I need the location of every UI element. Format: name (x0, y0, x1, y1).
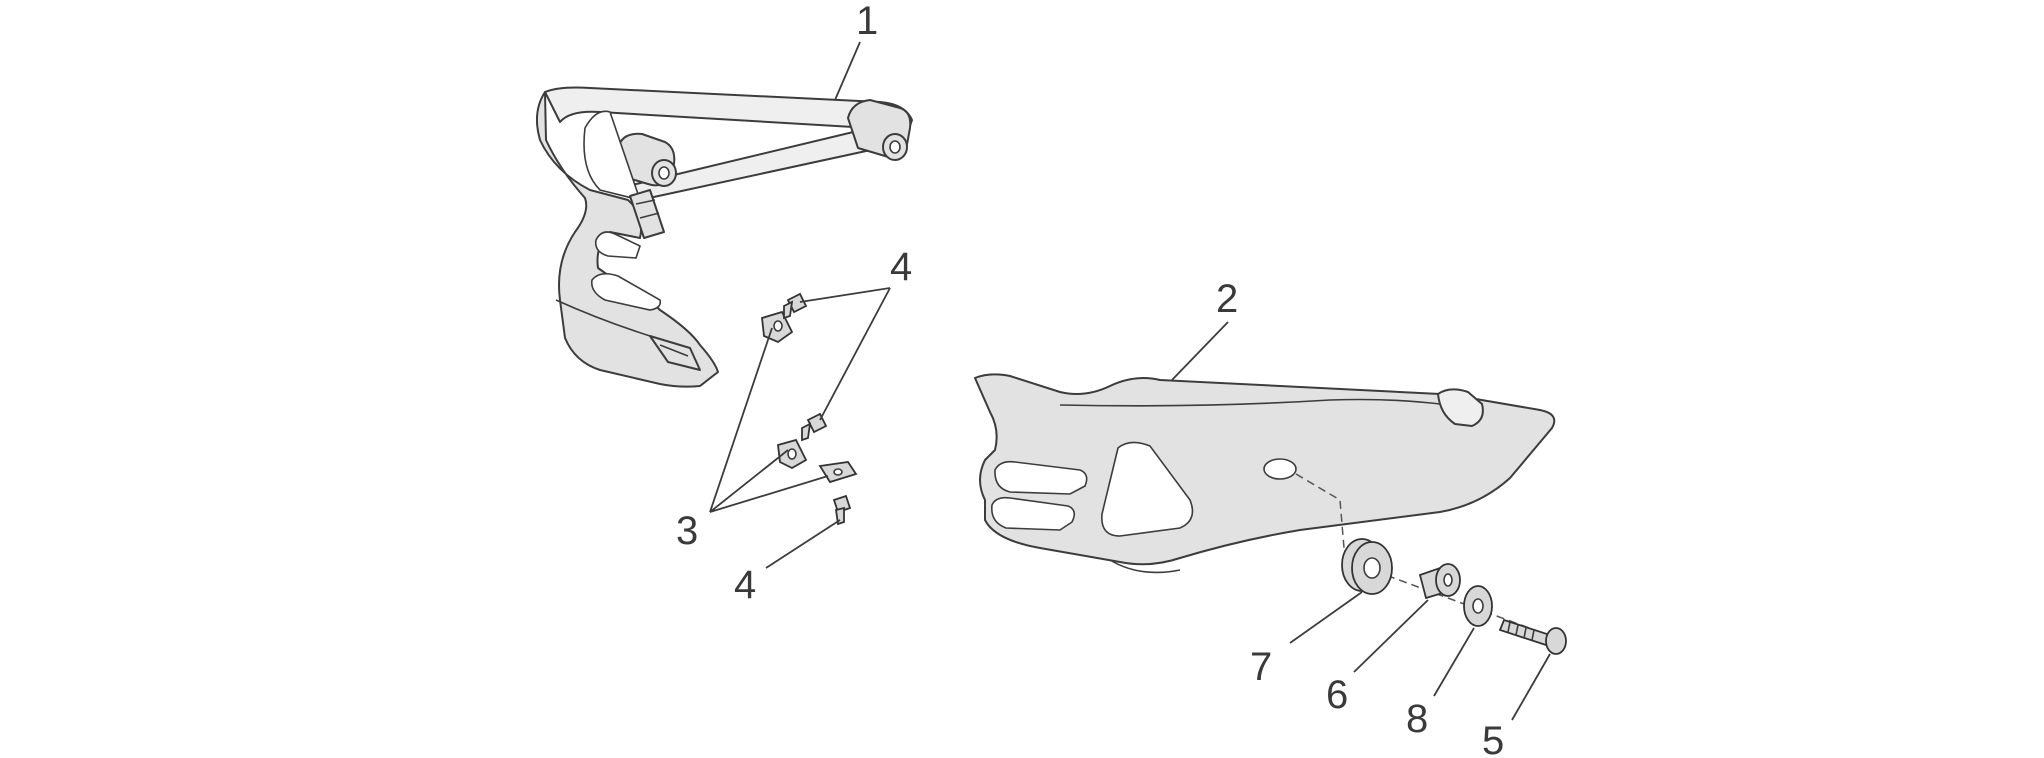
callout-5: 5 (1482, 719, 1504, 758)
part-1-upper-cover (535, 86, 913, 388)
part-4-screw-b (801, 412, 828, 442)
part-6-spacer (1418, 563, 1461, 600)
callout-4-bottom: 4 (734, 563, 756, 607)
part-8-washer (1463, 585, 1493, 627)
assembly-axis-line (1295, 473, 1541, 633)
part-3-clip-b (777, 438, 808, 470)
part-7-grommet (1341, 538, 1393, 595)
part-2-side-fairing (974, 373, 1556, 574)
callout-6: 6 (1326, 673, 1348, 717)
part-4-screw-a (783, 292, 808, 320)
callout-3: 3 (676, 509, 698, 553)
part-3-clip-c (818, 461, 858, 484)
leader-lines (709, 41, 1551, 721)
callout-4-top: 4 (890, 245, 912, 289)
callout-1: 1 (856, 0, 878, 43)
callout-2: 2 (1216, 277, 1238, 321)
callout-8: 8 (1406, 697, 1428, 741)
part-4-screw-c (832, 494, 852, 526)
callout-7: 7 (1250, 645, 1272, 689)
part-5-screw (1498, 618, 1567, 655)
